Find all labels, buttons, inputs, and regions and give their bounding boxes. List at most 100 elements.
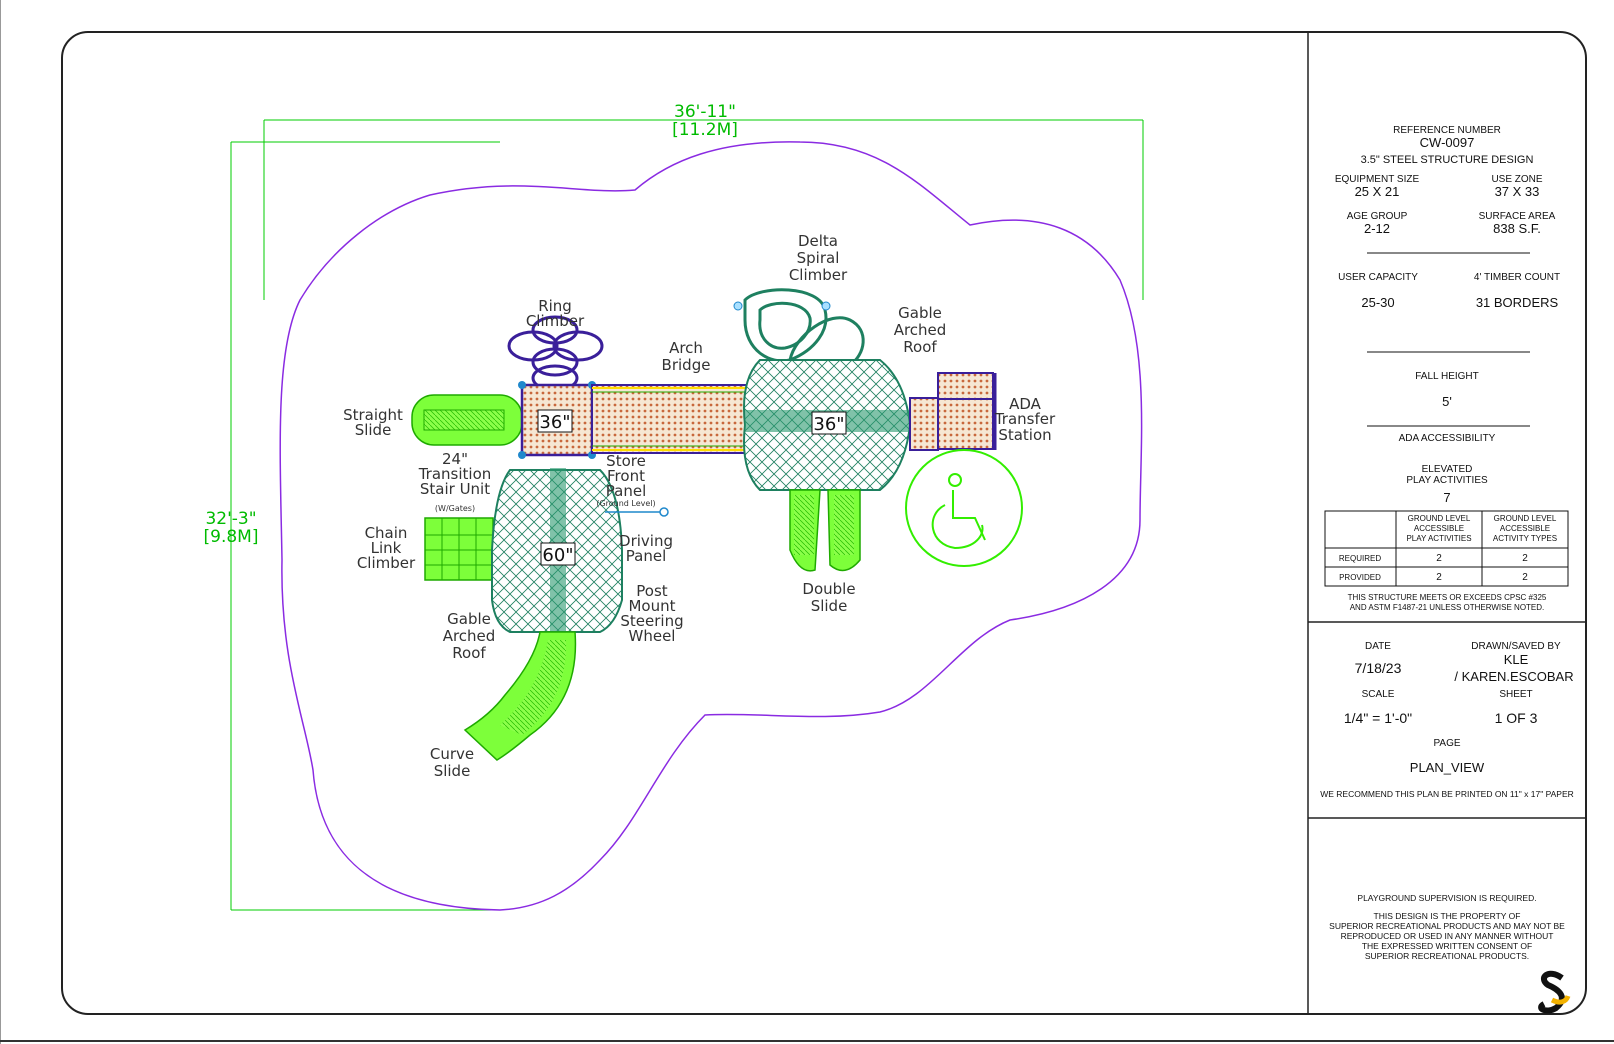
delta-label-3: Climber (789, 266, 848, 284)
double-slide-label-2: Slide (811, 597, 848, 615)
double-slide-label-1: Double (802, 580, 855, 598)
ada-label-1: ADA (1009, 395, 1042, 413)
delta-label-1: Delta (798, 232, 838, 250)
steering-label-2: Mount (628, 597, 675, 615)
steering-wheel-icon (605, 507, 669, 517)
drawn-by-name: / KAREN.ESCOBAR (1454, 669, 1573, 684)
height-ft-label: 32'-3" (205, 509, 256, 529)
gable-left-label-2: Arched (443, 627, 496, 645)
page-value: PLAN_VIEW (1410, 760, 1485, 775)
height-dimension: 32'-3" [9.8M] (204, 141, 500, 911)
deck-c-roof: 60" (491, 468, 623, 634)
row-provided-label: PROVIDED (1339, 573, 1381, 582)
width-dimension: 36'-11" [11.2M] (263, 102, 1144, 300)
straight-slide-label-1: Straight (343, 406, 403, 424)
deck-a-height: 36" (539, 412, 570, 433)
equipment-size: 25 X 21 (1355, 184, 1400, 199)
width-m-label: [11.2M] (672, 120, 738, 140)
driving-panel-label-2: Panel (626, 547, 666, 565)
chain-link-label-3: Climber (357, 554, 416, 572)
deck-a: 36" (518, 381, 596, 459)
print-note: WE RECOMMEND THIS PLAN BE PRINTED ON 11"… (1320, 789, 1574, 799)
transition-label-2: Transition (418, 465, 492, 483)
compliance-line-1: THIS STRUCTURE MEETS OR EXCEEDS CPSC #32… (1348, 593, 1547, 602)
scale-value: 1/4" = 1'-0" (1344, 710, 1412, 726)
surface-area: 838 S.F. (1493, 221, 1541, 236)
use-zone-label: USE ZONE (1491, 174, 1542, 185)
steering-label-3: Steering (620, 612, 683, 630)
curve-slide (463, 631, 577, 761)
arch-bridge-label-2: Bridge (662, 356, 711, 374)
store-front-label-4: (Ground Level) (596, 499, 655, 508)
user-capacity: 25-30 (1361, 295, 1394, 310)
page-label: PAGE (1433, 738, 1460, 749)
arch-bridge-label-1: Arch (669, 339, 703, 357)
reference-number: CW-0097 (1420, 135, 1475, 150)
elevated-label-1: ELEVATED (1422, 464, 1473, 475)
deck-b-height: 36" (813, 414, 844, 435)
store-front-label-1: Store (606, 452, 646, 470)
timber-count: 31 BORDERS (1476, 295, 1559, 310)
age-group: 2-12 (1364, 221, 1390, 236)
wheelchair-icon (905, 449, 1023, 567)
date-value: 7/18/23 (1355, 660, 1402, 676)
accessibility-table (1324, 510, 1569, 587)
table-head-2-line-3: ACTIVITY TYPES (1493, 534, 1557, 543)
gable-left-label-3: Roof (452, 644, 486, 662)
table-head-2-line-2: ACCESSIBLE (1500, 524, 1550, 533)
property-line-2: SUPERIOR RECREATIONAL PRODUCTS AND MAY N… (1329, 921, 1565, 931)
store-front-label-3: Panel (606, 482, 646, 500)
sheet-value: 1 OF 3 (1495, 710, 1538, 726)
elevated-label-2: PLAY ACTIVITIES (1406, 475, 1488, 486)
timber-label: 4' TIMBER COUNT (1474, 272, 1560, 283)
provided-play-activities: 2 (1436, 572, 1442, 583)
property-line-4: THE EXPRESSED WRITTEN CONSENT OF (1362, 941, 1532, 951)
delta-spiral-climber (733, 288, 865, 367)
deck-b-roof: 36" (743, 359, 912, 491)
row-required-label: REQUIRED (1339, 554, 1381, 563)
provided-activity-types: 2 (1522, 572, 1528, 583)
driving-panel-label-1: Driving (619, 532, 673, 550)
curve-slide-label-1: Curve (430, 745, 474, 763)
deck-c-height: 60" (542, 545, 573, 566)
drawn-by-label: DRAWN/SAVED BY (1471, 641, 1561, 652)
drawn-by-initials: KLE (1504, 652, 1529, 667)
scale-label: SCALE (1362, 689, 1395, 700)
gable-right-label-1: Gable (898, 304, 942, 322)
transition-label-4: (W/Gates) (435, 504, 475, 513)
curve-slide-label-2: Slide (434, 762, 471, 780)
sheet-border (61, 31, 1587, 1015)
property-line-1: THIS DESIGN IS THE PROPERTY OF (1374, 911, 1521, 921)
ring-climber-label-2: Climber (526, 312, 585, 330)
steering-label-1: Post (636, 582, 668, 600)
elevated-count: 7 (1443, 490, 1450, 505)
date-label: DATE (1365, 641, 1391, 652)
table-head-2-line-1: GROUND LEVEL (1494, 514, 1557, 523)
delta-label-2: Spiral (797, 249, 840, 267)
design-type: 3.5" STEEL STRUCTURE DESIGN (1361, 154, 1534, 166)
straight-slide-label-2: Slide (355, 421, 392, 439)
chain-link-label-1: Chain (365, 524, 408, 542)
chain-link-label-2: Link (371, 539, 402, 557)
arch-bridge (591, 384, 751, 454)
store-front-label-2: Front (607, 467, 645, 485)
required-activity-types: 2 (1522, 553, 1528, 564)
surface-area-label: SURFACE AREA (1479, 211, 1556, 222)
transition-label-1: 24" (442, 450, 468, 468)
ada-label-2: Transfer (994, 410, 1056, 428)
double-slide (789, 489, 861, 572)
ada-accessibility-label: ADA ACCESSIBILITY (1399, 433, 1496, 444)
height-m-label: [9.8M] (204, 527, 259, 547)
gable-right-label-3: Roof (903, 338, 937, 356)
gable-right-label-2: Arched (894, 321, 947, 339)
compliance-line-2: AND ASTM F1487-21 UNLESS OTHERWISE NOTED… (1350, 603, 1545, 612)
table-head-1-line-2: ACCESSIBLE (1414, 524, 1464, 533)
gable-left-label-1: Gable (447, 610, 491, 628)
property-line-5: SUPERIOR RECREATIONAL PRODUCTS. (1365, 951, 1529, 961)
supervision-note: PLAYGROUND SUPERVISION IS REQUIRED. (1357, 893, 1536, 903)
use-zone: 37 X 33 (1495, 184, 1540, 199)
ada-label-3: Station (998, 426, 1051, 444)
ada-transfer-station (909, 372, 997, 451)
equipment-size-label: EQUIPMENT SIZE (1335, 174, 1420, 185)
